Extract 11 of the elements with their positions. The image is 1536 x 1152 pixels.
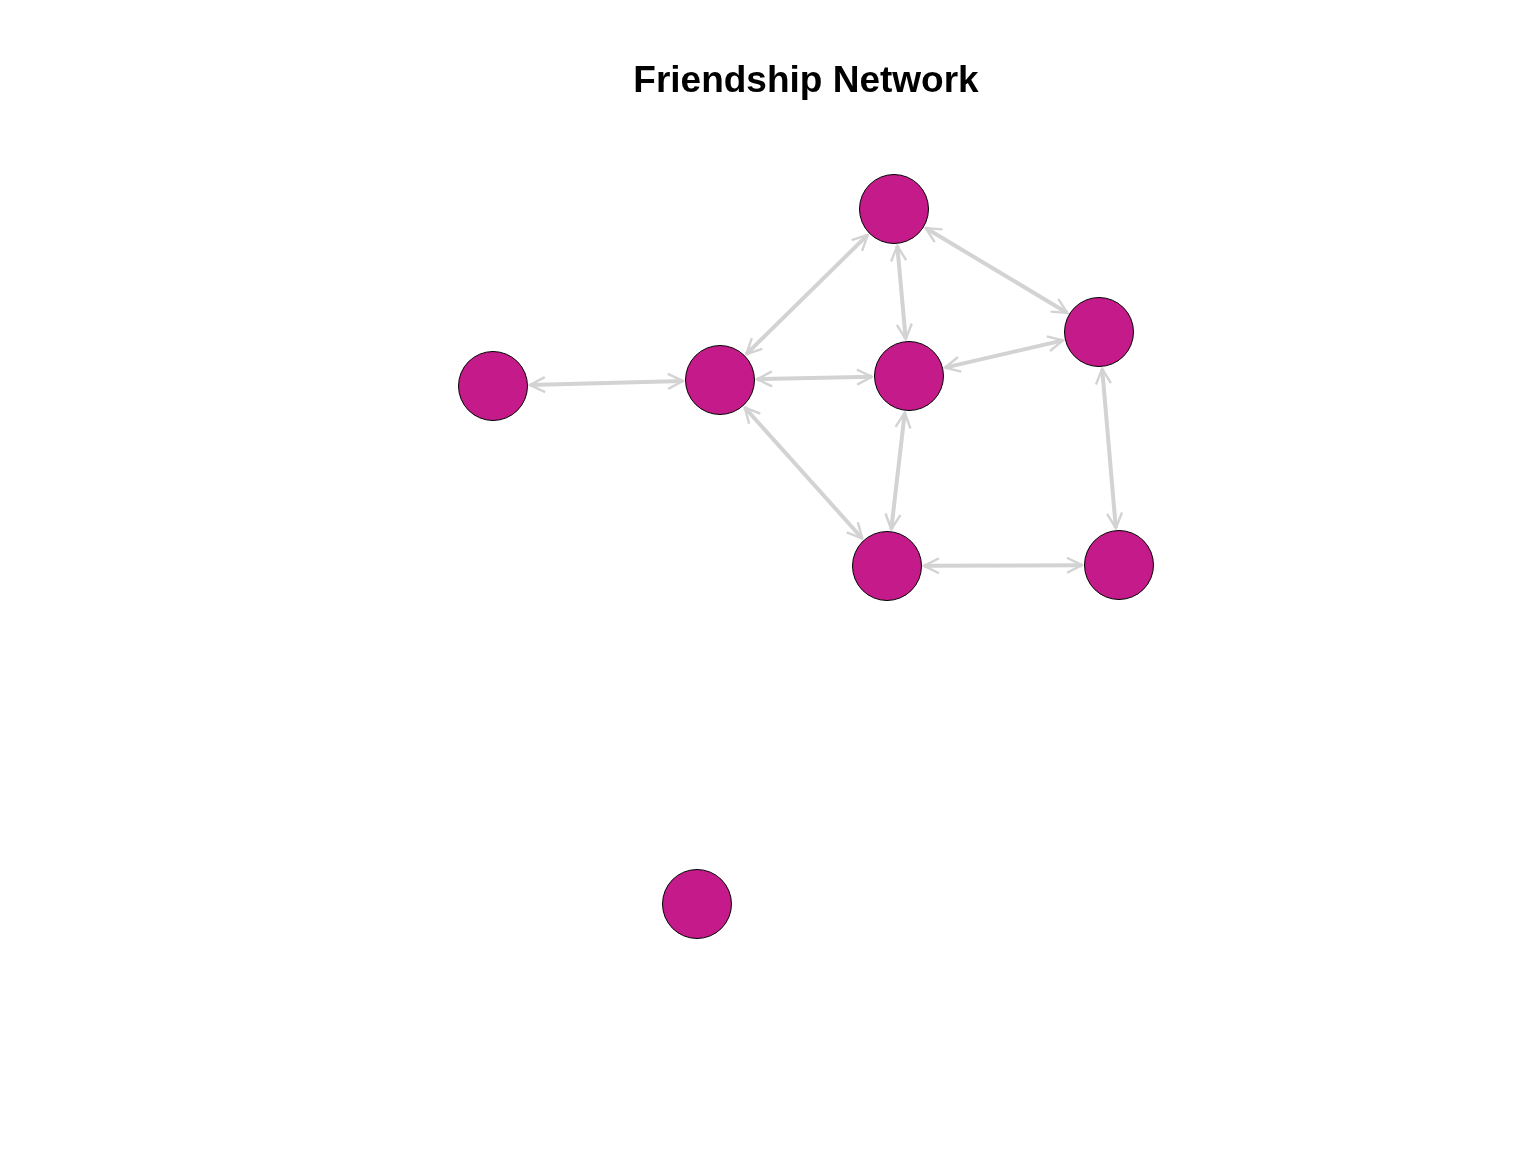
arrow xyxy=(884,411,912,531)
arrow xyxy=(890,244,913,341)
arrow xyxy=(924,226,1069,315)
arrow xyxy=(943,335,1065,373)
chart-title: Friendship Network xyxy=(632,58,980,102)
arrow xyxy=(755,368,874,388)
arrow xyxy=(745,233,869,356)
arrow xyxy=(528,372,685,394)
arrow xyxy=(1094,367,1124,530)
arrow xyxy=(922,556,1084,575)
arrow xyxy=(743,406,864,540)
